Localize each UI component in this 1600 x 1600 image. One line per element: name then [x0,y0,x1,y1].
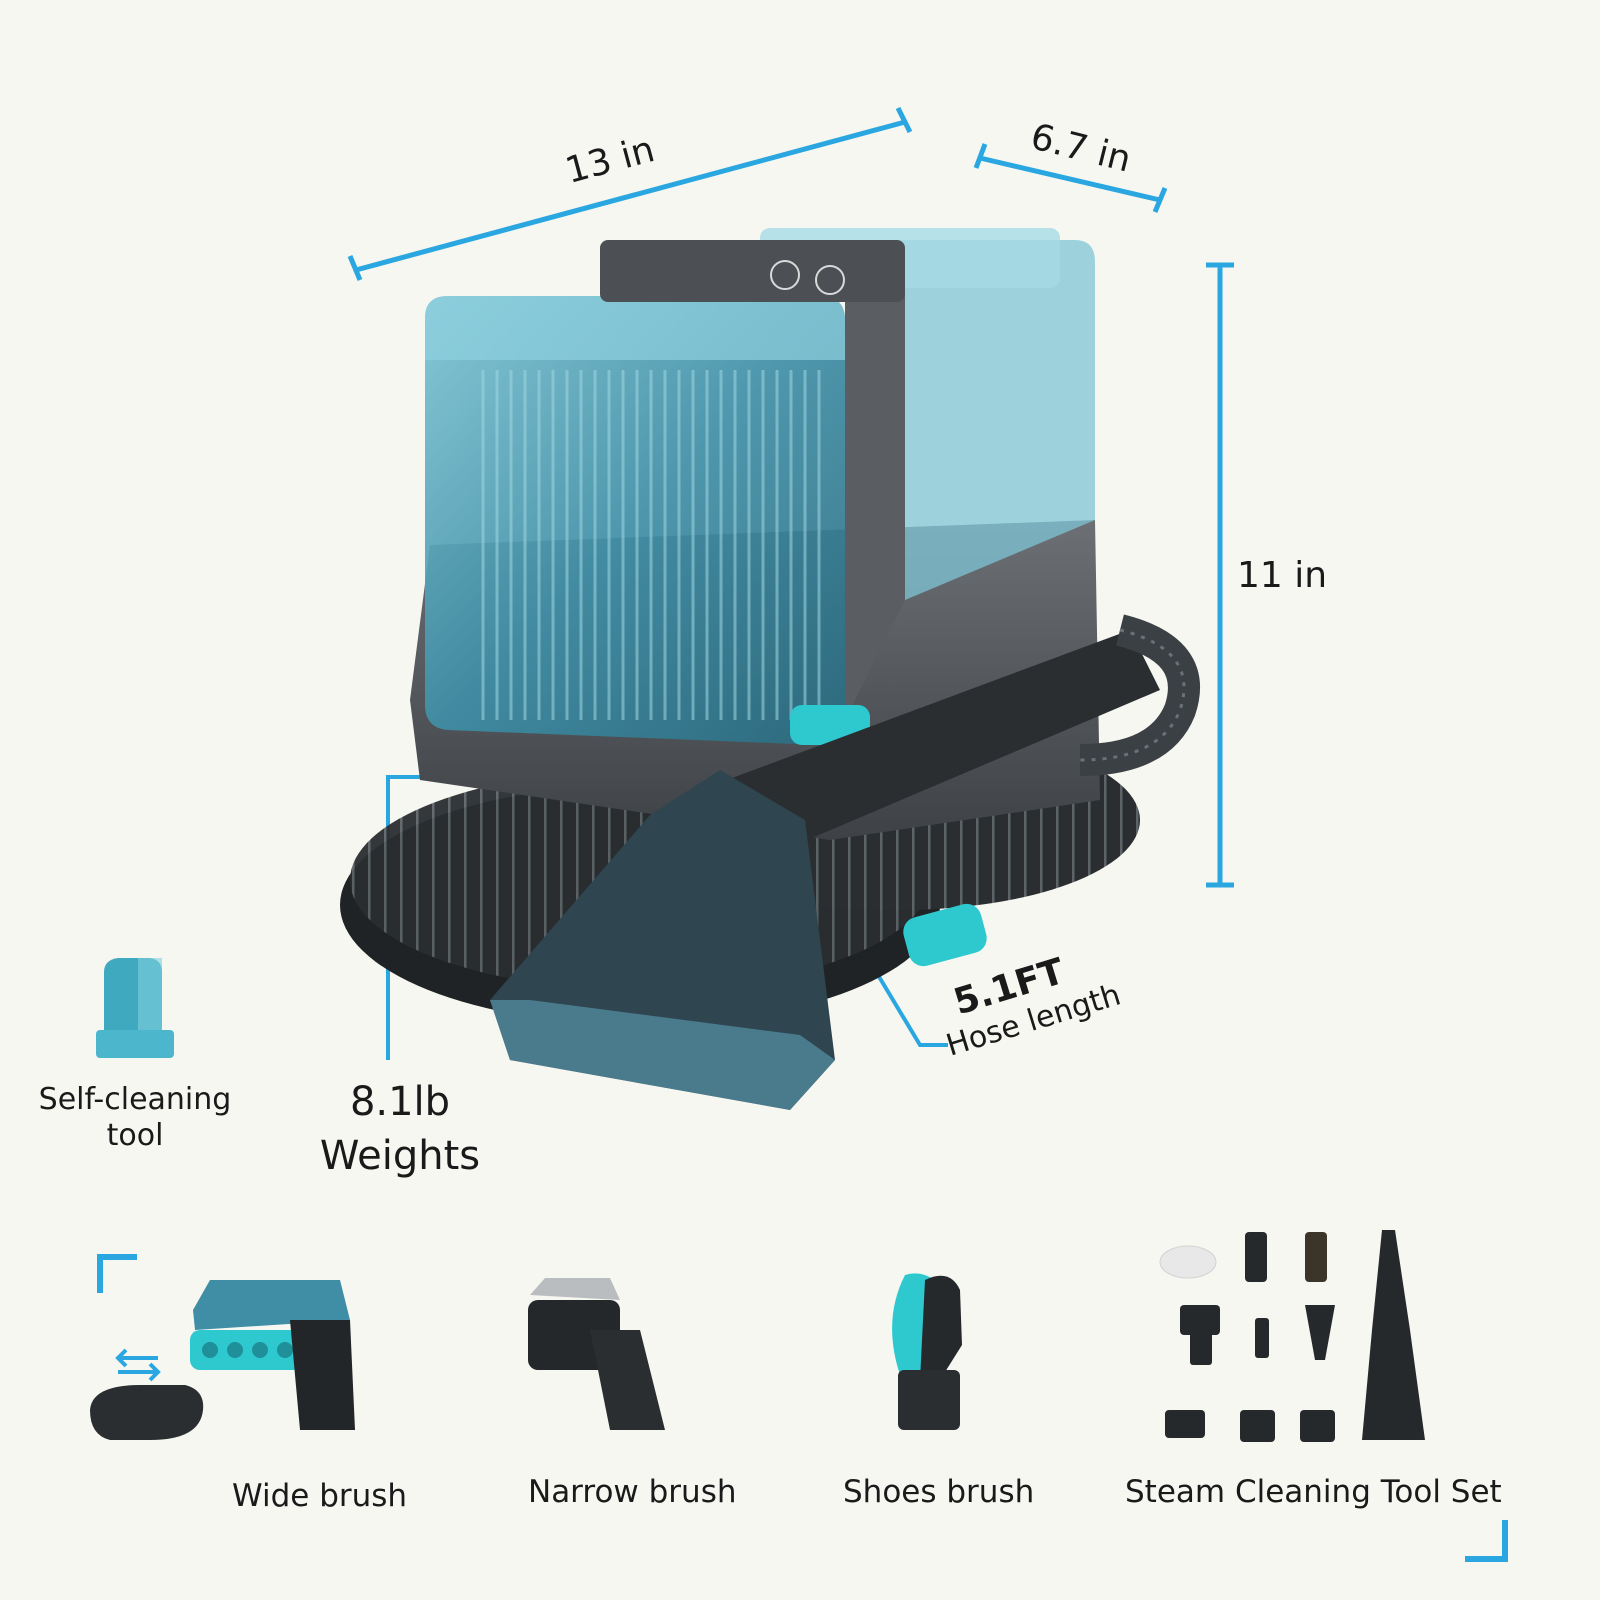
spot-cleaner-machine [340,228,1200,1110]
weight-value: 8.1lb [349,1079,451,1125]
accessory-label-narrow-brush: Narrow brush [528,1474,737,1510]
self-cleaning-line-2: tool [106,1118,164,1153]
swap-arrows-icon [115,1348,161,1382]
height-dimension-line [1206,262,1234,888]
wide-brush-image [90,1280,355,1440]
length-dimension-line [347,106,913,281]
self-cleaning-tool-label: Self-cleaning tool [30,1082,240,1154]
height-label: 11 in [1237,555,1328,596]
weight-label: Weights [319,1133,481,1179]
accessory-label-shoes-brush: Shoes brush [843,1474,1035,1510]
accessory-label-steam-tool-set: Steam Cleaning Tool Set [1125,1474,1502,1510]
narrow-brush-image [528,1278,665,1430]
accessories-frame [97,1254,1508,1562]
steam-tool-set-image [1159,1230,1425,1442]
self-cleaning-tool-image [96,958,174,1058]
accessory-label-wide-brush: Wide brush [232,1478,408,1514]
depth-dimension-line [973,143,1168,213]
self-cleaning-line-1: Self-cleaning [38,1082,232,1117]
weight-spec: 8.1lb Weights [300,1075,500,1183]
shoes-brush-image [892,1273,962,1430]
